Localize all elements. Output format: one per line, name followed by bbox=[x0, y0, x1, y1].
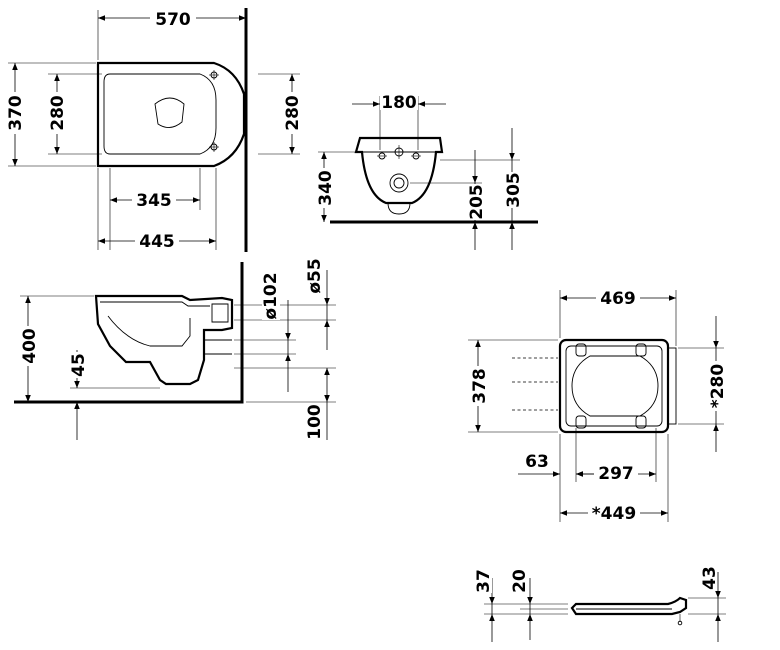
dim-45-label: 45 bbox=[69, 353, 89, 377]
front-bowl-outline bbox=[354, 136, 444, 205]
bowl-outlet bbox=[154, 97, 185, 128]
wall-and-floor bbox=[14, 262, 244, 404]
top-view: 570 370 280 280 345 445 bbox=[6, 8, 303, 252]
inlet-connector bbox=[211, 303, 229, 323]
dim-20-label: 20 bbox=[510, 569, 530, 593]
dim-449-label: *449 bbox=[592, 504, 636, 524]
bowl-outline bbox=[96, 61, 246, 168]
dim-280-left-label: 280 bbox=[48, 95, 68, 131]
dim-345-label: 345 bbox=[136, 191, 172, 211]
dim-63-label: 63 bbox=[525, 452, 549, 472]
dim-37-label: 37 bbox=[474, 569, 494, 593]
seat-profile-outline bbox=[570, 596, 688, 616]
dim-297-label: 297 bbox=[598, 464, 634, 484]
dim-400-label: 400 bbox=[20, 328, 40, 364]
dim-445-label: 445 bbox=[139, 232, 175, 252]
dim-180-label: 180 bbox=[381, 93, 417, 113]
dim-378-label: 378 bbox=[470, 368, 490, 404]
dim-469-label: 469 bbox=[600, 289, 636, 309]
seat-view: 469 378 *280 63 297 *449 bbox=[468, 289, 728, 524]
dim-43-label: 43 bbox=[700, 566, 720, 590]
inner-trap bbox=[107, 315, 191, 347]
dim-305-label: 305 bbox=[504, 172, 524, 208]
seat-edge bbox=[100, 301, 210, 307]
dim-205-label: 205 bbox=[467, 184, 487, 220]
dim-570-label: 570 bbox=[155, 10, 191, 30]
seat-profile: 37 20 43 bbox=[474, 566, 726, 642]
side-bowl-outline bbox=[94, 294, 234, 386]
outlet-circle bbox=[389, 173, 409, 193]
front-outlet bbox=[387, 202, 411, 215]
side-view: 400 45 ø55 ø102 100 bbox=[14, 258, 336, 440]
dim-280-star-label: *280 bbox=[708, 364, 728, 409]
dim-dia55-label: ø55 bbox=[305, 258, 325, 293]
dim-340-label: 340 bbox=[316, 170, 336, 206]
dim-dia102-label: ø102 bbox=[261, 272, 281, 319]
dim-280-right-label: 280 bbox=[283, 95, 303, 131]
seat-opening bbox=[571, 355, 659, 417]
dim-370-label: 370 bbox=[6, 95, 26, 131]
seat-hinge bbox=[667, 347, 677, 425]
front-view: 180 340 205 305 bbox=[316, 93, 538, 250]
dim-100-label: 100 bbox=[305, 404, 325, 440]
bowl-rim bbox=[103, 73, 217, 155]
